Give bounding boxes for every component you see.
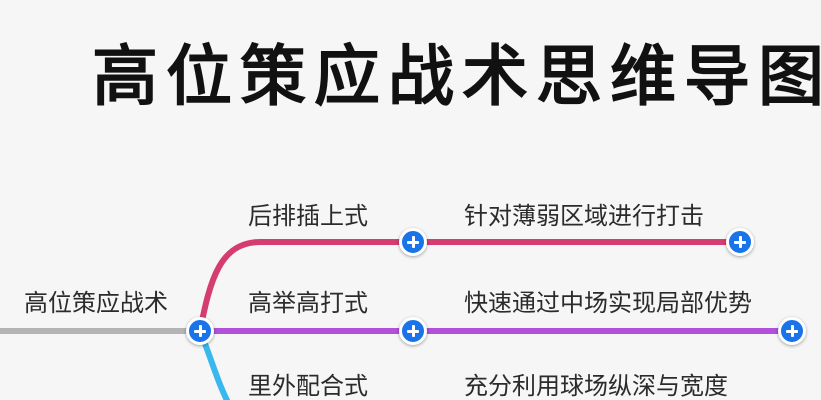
branch-2-child-label: 快速通过中场实现局部优势 [464,289,752,317]
branch-2-expand-plus-icon[interactable] [399,317,427,345]
branch-2-child-expand-plus-icon[interactable] [778,317,806,345]
branch-line-1 [197,239,740,332]
root-node-label: 高位策应战术 [24,289,168,317]
branch-1-child-expand-plus-icon[interactable] [726,228,754,256]
branch-3-child-label: 充分利用球场纵深与宽度 [464,372,728,400]
diagram-title: 高位策应战术思维导图 [92,37,821,115]
branch-1-expand-plus-icon[interactable] [399,228,427,256]
branch-1-child-label: 针对薄弱区域进行打击 [464,202,704,230]
branch-3-label: 里外配合式 [248,372,368,400]
branch-2-label: 高举高打式 [248,289,368,317]
branch-1-label: 后排插上式 [248,202,368,230]
root-expand-plus-icon[interactable] [186,317,214,345]
